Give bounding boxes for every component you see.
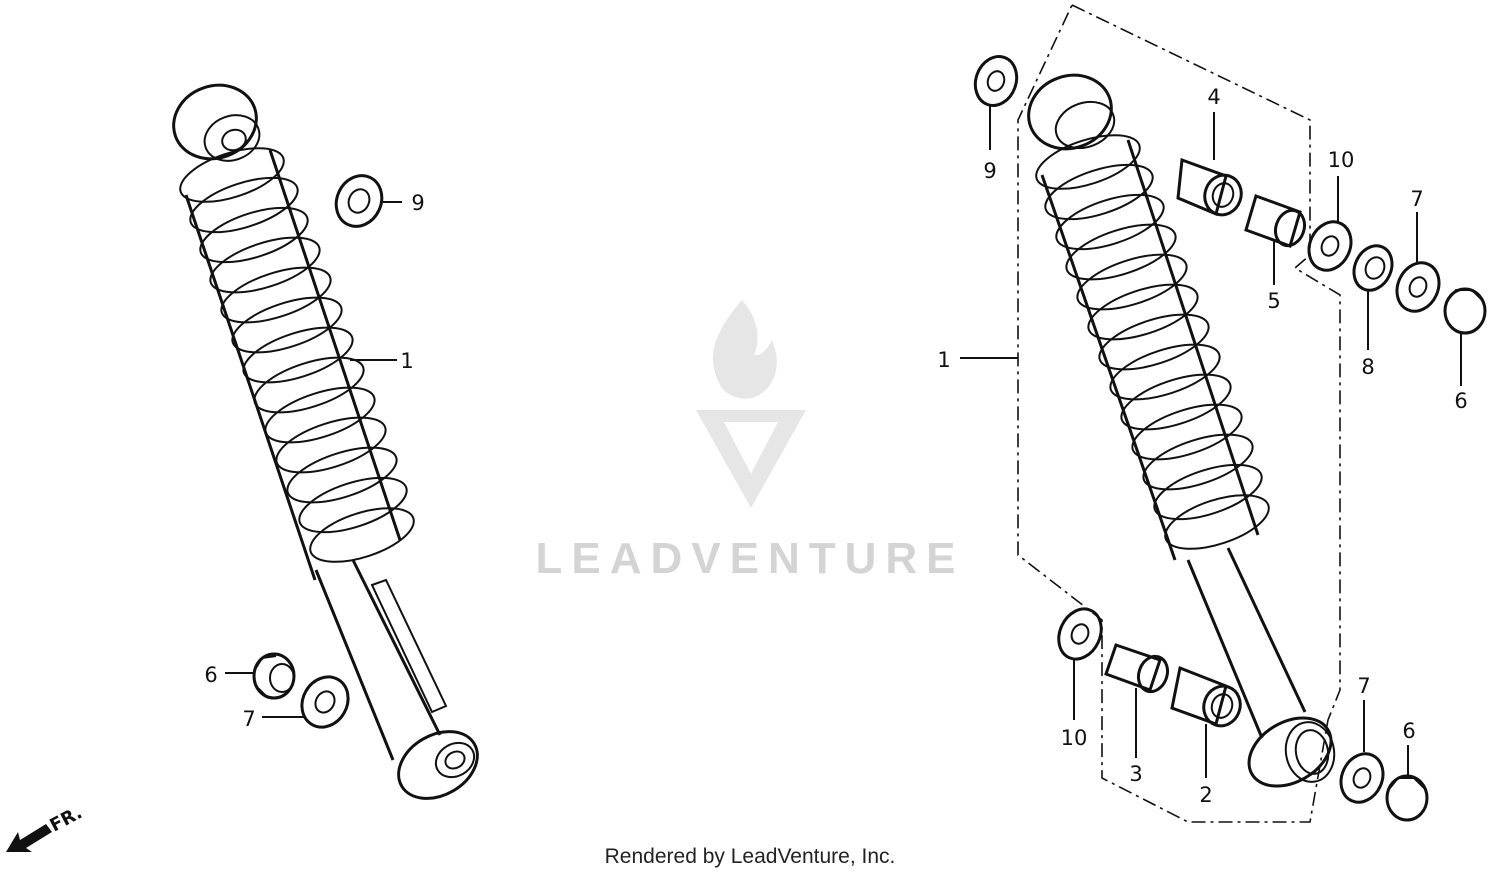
right-callout-2: 2: [1199, 783, 1212, 807]
left-washer-7: [300, 675, 350, 729]
right-leader-lines: [960, 106, 1462, 778]
right-washer-7-top: [1395, 261, 1441, 313]
right-washer-8: [1352, 244, 1394, 292]
left-shock-absorber: [172, 83, 479, 800]
right-callout-8: 8: [1361, 355, 1374, 379]
right-callout-1: 1: [937, 348, 950, 372]
right-callout-4: 4: [1207, 85, 1220, 109]
right-collar-5: [1244, 194, 1307, 248]
watermark-text: LEADVENTURE: [535, 534, 964, 583]
watermark: LEADVENTURE: [535, 300, 964, 583]
front-direction-arrow-icon: FR.: [6, 802, 86, 852]
left-callout-9: 9: [411, 191, 424, 215]
right-callout-6-top: 6: [1454, 389, 1467, 413]
left-washer-9: [334, 174, 384, 228]
right-washer-10-top: [1307, 220, 1353, 272]
right-nut-6-top: [1443, 287, 1487, 335]
right-collar-3: [1104, 643, 1170, 694]
right-callout-3: 3: [1129, 762, 1142, 786]
right-callout-6-bottom: 6: [1402, 719, 1415, 743]
left-callout-1: 1: [400, 349, 413, 373]
right-callout-9: 9: [983, 159, 996, 183]
left-nut-6: [252, 652, 296, 700]
front-direction-label: FR.: [46, 802, 85, 836]
right-shock-absorber: [1027, 73, 1336, 788]
right-callout-10-bottom: 10: [1061, 726, 1088, 750]
left-callout-6: 6: [204, 663, 217, 687]
watermark-logo-icon: [696, 300, 806, 508]
right-bushing-2: [1170, 665, 1242, 728]
right-washer-7-bottom: [1339, 752, 1385, 804]
right-nut-6-bottom: [1385, 774, 1429, 822]
right-callout-7-bottom: 7: [1357, 674, 1370, 698]
left-callout-7: 7: [242, 707, 255, 731]
right-callout-7-top: 7: [1410, 187, 1423, 211]
right-washer-10-bottom: [1057, 607, 1103, 661]
assembly-boundary: [1017, 3, 1341, 823]
left-leader-lines: [225, 201, 402, 718]
right-washer-9: [973, 55, 1019, 107]
right-bushing-4: [1176, 157, 1243, 217]
right-callout-5: 5: [1267, 289, 1280, 313]
right-callout-10-top: 10: [1328, 148, 1355, 172]
footer-credit: Rendered by LeadVenture, Inc.: [605, 845, 896, 868]
